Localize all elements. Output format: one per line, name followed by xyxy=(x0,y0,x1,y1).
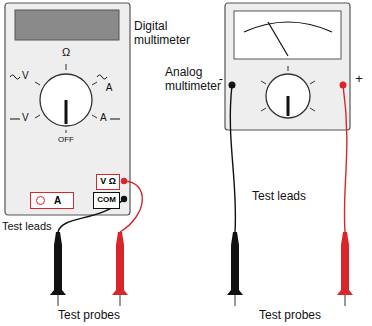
jack-circle xyxy=(36,196,45,205)
polarity-mark: - xyxy=(219,72,223,87)
dial-label: A xyxy=(106,82,113,94)
meter-body xyxy=(5,3,130,215)
jack-label: COM xyxy=(97,196,116,205)
jack-label-box: V Ω xyxy=(96,174,120,190)
rotary-dial xyxy=(35,64,97,133)
rotary-dial xyxy=(261,66,315,118)
part-label: Test leads xyxy=(2,220,52,233)
dial-label: Ω xyxy=(62,46,70,59)
part-label: Test probes xyxy=(259,309,321,323)
polarity-mark: + xyxy=(355,72,363,87)
test-probe xyxy=(112,232,128,306)
jack-label: V Ω xyxy=(100,177,116,187)
part-label: Test probes xyxy=(58,309,120,323)
test-probe xyxy=(50,232,66,306)
test-lead xyxy=(120,181,142,232)
dial-label: V xyxy=(22,70,29,82)
meter-face xyxy=(234,11,341,59)
meter-body xyxy=(225,3,350,130)
test-lead xyxy=(230,85,235,232)
dial-label: OFF xyxy=(58,135,74,144)
test-probe xyxy=(227,232,243,306)
part-label: Test leads xyxy=(252,190,306,204)
jack-label-box: COM xyxy=(93,192,120,209)
dial-label: A xyxy=(100,112,107,124)
scale-arc xyxy=(244,22,332,32)
test-probe xyxy=(337,232,353,306)
test-lead xyxy=(343,85,347,232)
dial-label: V xyxy=(22,112,29,124)
display xyxy=(15,10,119,40)
jack-label: A xyxy=(54,195,61,206)
needle xyxy=(268,22,288,56)
jack-label-box: A xyxy=(30,192,74,209)
meter-name: Digital multimeter xyxy=(134,20,206,48)
meter-name: Analog multimeter xyxy=(165,66,223,94)
